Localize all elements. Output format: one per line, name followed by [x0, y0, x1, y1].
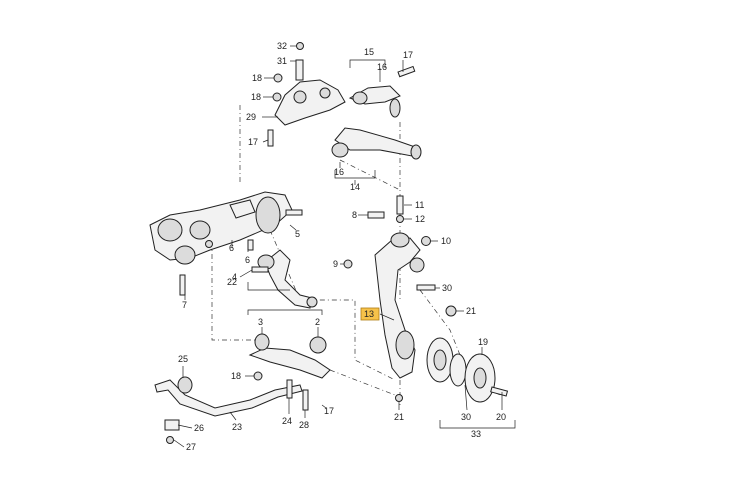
bracket-33 — [439, 420, 516, 429]
label-5: 5 — [295, 229, 300, 239]
label-23: 23 — [232, 422, 242, 432]
part-labels: 32 31 18 18 29 17 15 16 17 14 16 5 6 6 7… — [178, 41, 506, 452]
label-14: 14 — [350, 182, 360, 192]
label-22: 22 — [227, 277, 237, 287]
label-7: 7 — [182, 300, 187, 310]
label-24: 24 — [282, 416, 292, 426]
fasteners — [166, 73, 457, 444]
label-31: 31 — [277, 56, 287, 66]
lower-arm-22 — [257, 249, 318, 309]
subframe — [149, 191, 293, 265]
leader-lines — [173, 45, 503, 448]
stabilizer-bar-23 — [154, 376, 303, 431]
label-17-a: 17 — [248, 137, 258, 147]
bracket-22 — [247, 282, 290, 291]
label-2: 2 — [315, 317, 320, 327]
label-18-c: 18 — [231, 371, 241, 381]
upper-arm-14 — [331, 127, 422, 160]
lower-arm-3 — [248, 333, 331, 381]
label-19: 19 — [478, 337, 488, 347]
label-6-a: 6 — [229, 243, 234, 253]
label-9: 9 — [333, 259, 338, 269]
label-13: 13 — [364, 309, 374, 319]
upper-arm-15 — [348, 65, 416, 118]
label-32: 32 — [277, 41, 287, 51]
label-16-a: 16 — [377, 62, 387, 72]
label-30-a: 30 — [442, 283, 452, 293]
label-27: 27 — [186, 442, 196, 452]
label-17-c: 17 — [324, 406, 334, 416]
label-3: 3 — [258, 317, 263, 327]
upper-mount-29 — [274, 42, 346, 126]
label-16-b: 16 — [334, 167, 344, 177]
label-12: 12 — [415, 214, 425, 224]
label-30-b: 30 — [461, 412, 471, 422]
wheel-hub-assembly — [426, 337, 509, 403]
label-8: 8 — [352, 210, 357, 220]
label-18-a: 18 — [252, 73, 262, 83]
bracket-2-3 — [247, 309, 323, 315]
label-18-b: 18 — [251, 92, 261, 102]
label-4: 4 — [232, 272, 237, 282]
bracket-14 — [334, 170, 376, 179]
label-29: 29 — [246, 112, 256, 122]
label-21-a: 21 — [466, 306, 476, 316]
label-33: 33 — [471, 429, 481, 439]
label-25: 25 — [178, 354, 188, 364]
steering-knuckle-13 — [374, 232, 425, 379]
label-28: 28 — [299, 420, 309, 430]
label-6-b: 6 — [245, 255, 250, 265]
label-17-b: 17 — [403, 50, 413, 60]
label-26: 26 — [194, 423, 204, 433]
label-20: 20 — [496, 412, 506, 422]
label-10: 10 — [441, 236, 451, 246]
bracket-15 — [349, 59, 386, 68]
highlight-box-13 — [360, 307, 380, 321]
label-21-b: 21 — [394, 412, 404, 422]
label-15: 15 — [364, 47, 374, 57]
label-11: 11 — [415, 200, 424, 210]
